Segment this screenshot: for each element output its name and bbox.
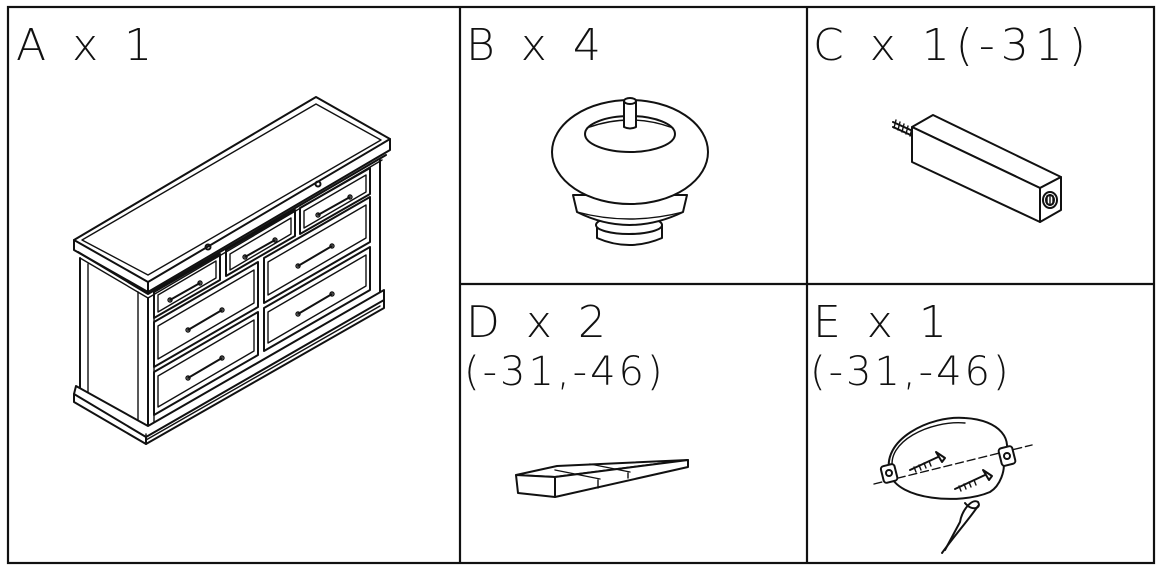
part-c-label: C x 1(-31): [813, 20, 1092, 71]
cell-d: D x 2 (-31,-46): [464, 297, 689, 498]
part-d-label: D x 2: [466, 297, 612, 348]
bun-foot-icon: [551, 97, 709, 246]
part-d-sublabel: (-31,-46): [464, 349, 666, 395]
part-b-label: B x 4: [466, 20, 607, 71]
dresser-icon: [73, 96, 391, 445]
part-e-sublabel: (-31,-46): [810, 349, 1012, 395]
post-bolt-icon: [892, 114, 1062, 223]
cell-b: B x 4: [466, 20, 709, 246]
wedge-shim-icon: [515, 459, 689, 498]
wire-strap-icon: [873, 416, 1033, 554]
grid-frame: [6, 5, 1156, 565]
part-e-label: E x 1: [813, 297, 953, 348]
cell-e: E x 1 (-31,-46): [810, 297, 1033, 554]
cell-a: A x 1: [16, 20, 391, 445]
cell-c: C x 1(-31): [813, 20, 1092, 223]
part-a-label: A x 1: [16, 20, 158, 71]
